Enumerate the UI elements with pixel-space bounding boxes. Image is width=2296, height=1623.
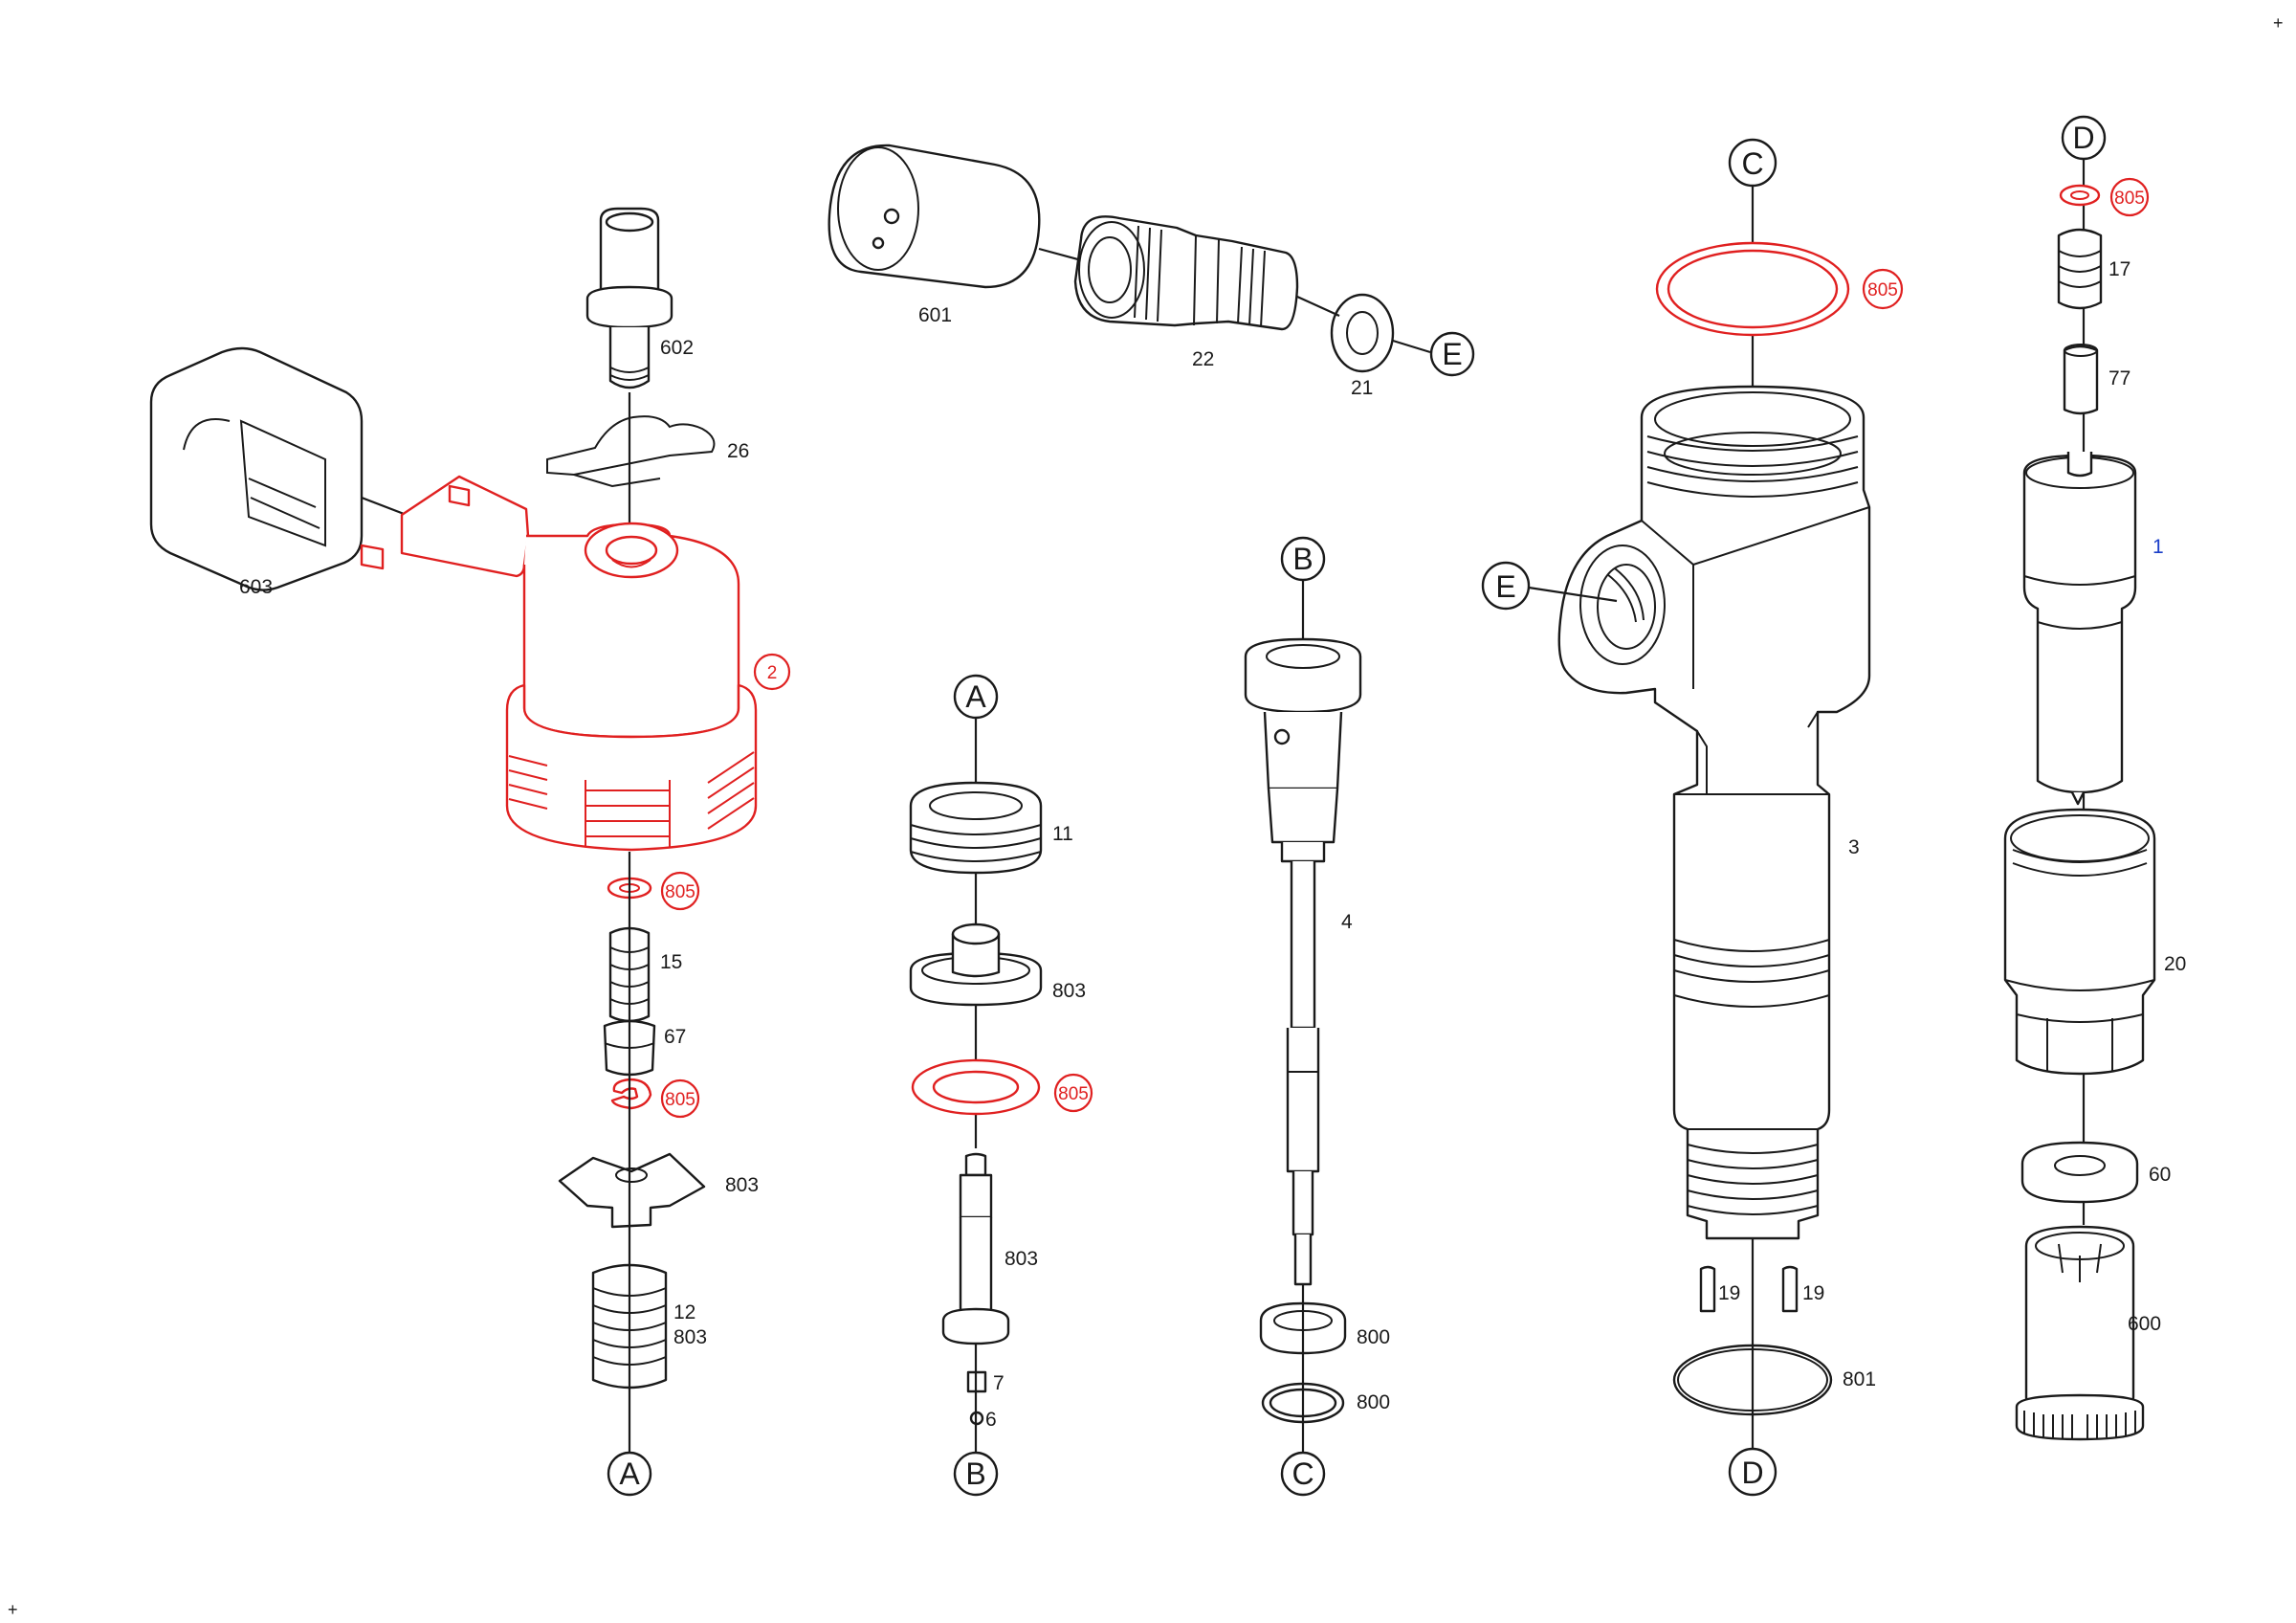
label-805-col2: 805 — [1058, 1084, 1089, 1104]
part-805-shim-nozzle[interactable] — [2059, 184, 2101, 207]
label-67: 67 — [664, 1026, 686, 1048]
label-603: 603 — [239, 576, 273, 598]
connector-e-left: E — [1481, 561, 1531, 611]
label-19-left: 19 — [1718, 1282, 1740, 1304]
part-803-armature-plate[interactable] — [558, 1152, 706, 1229]
part-20-nozzle-nut[interactable] — [2003, 808, 2156, 1076]
label-803-piston: 803 — [1004, 1248, 1038, 1270]
label-2: 2 — [767, 663, 778, 683]
label-77: 77 — [2108, 367, 2130, 389]
part-3-injector-body[interactable] — [1557, 385, 1871, 1240]
label-20: 20 — [2164, 953, 2186, 975]
part-803-valve-piece[interactable] — [909, 923, 1043, 1007]
connector-c-top: C — [1728, 138, 1777, 188]
connector-e-left-text: E — [1495, 569, 1515, 604]
label-805-nozzle: 805 — [2114, 189, 2145, 209]
part-2-solenoid-valve[interactable] — [360, 475, 758, 852]
connector-a-bottom: A — [607, 1451, 652, 1497]
connector-b-bottom-text: B — [965, 1456, 985, 1491]
label-12: 12 — [673, 1301, 695, 1323]
part-805-circlip-left[interactable] — [610, 1078, 652, 1110]
part-26-retaining-clip[interactable] — [546, 415, 716, 488]
label-60: 60 — [2149, 1164, 2171, 1186]
badge-805-body: 805 — [1862, 268, 1904, 310]
part-77-spacer[interactable] — [2063, 344, 2099, 415]
label-803-spring: 803 — [673, 1326, 707, 1348]
part-805-seal-col2[interactable] — [911, 1058, 1041, 1116]
connector-d-bottom-text: D — [1741, 1456, 1763, 1490]
connector-a-top: A — [953, 674, 999, 720]
label-26: 26 — [727, 440, 749, 462]
part-19-pin-left[interactable] — [1699, 1265, 1716, 1313]
label-602: 602 — [660, 337, 694, 359]
label-800-lower: 800 — [1357, 1391, 1390, 1413]
connector-b-bottom: B — [953, 1451, 999, 1497]
label-21: 21 — [1351, 377, 1373, 399]
label-15: 15 — [660, 951, 682, 973]
label-800-upper: 800 — [1357, 1326, 1390, 1348]
part-17-nozzle-spring[interactable] — [2057, 228, 2103, 310]
part-603-connector-housing[interactable] — [149, 346, 364, 591]
label-805-mid-left: 805 — [665, 1090, 695, 1110]
part-60-washer[interactable] — [2020, 1141, 2139, 1204]
corner-mark-top-right: + — [2273, 13, 2284, 33]
label-600: 600 — [2128, 1313, 2161, 1335]
connector-e-right: E — [1429, 331, 1475, 377]
connector-a-top-text: A — [965, 679, 986, 714]
part-803-piston-stem[interactable] — [941, 1152, 1010, 1345]
part-19-pin-right[interactable] — [1781, 1265, 1799, 1313]
connector-d-bottom: D — [1728, 1447, 1777, 1497]
label-805-upper-left: 805 — [665, 882, 695, 902]
label-805-body: 805 — [1867, 280, 1898, 300]
label-7: 7 — [993, 1372, 1004, 1394]
connector-b-top-text: B — [1292, 542, 1313, 576]
part-11-valve-nut[interactable] — [909, 781, 1043, 875]
label-3: 3 — [1848, 836, 1860, 858]
connector-e-right-text: E — [1442, 337, 1462, 371]
label-22: 22 — [1192, 348, 1214, 370]
part-4-valve-rod[interactable] — [1244, 637, 1362, 1286]
label-803-valve-piece: 803 — [1052, 980, 1086, 1002]
connector-d-top-text: D — [2072, 121, 2094, 155]
badge-805-nozzle: 805 — [2109, 177, 2150, 217]
label-17: 17 — [2108, 258, 2130, 280]
corner-mark-bottom-left: + — [8, 1600, 18, 1619]
part-601-protective-cap[interactable] — [828, 144, 1041, 289]
badge-805-col2: 805 — [1053, 1073, 1093, 1113]
connector-c-bottom: C — [1280, 1451, 1326, 1497]
part-21-sealing-washer[interactable] — [1330, 293, 1395, 373]
label-801: 801 — [1843, 1368, 1876, 1390]
badge-805-mid-left: 805 — [660, 1078, 700, 1119]
part-805-seal-body[interactable] — [1655, 241, 1850, 337]
label-11: 11 — [1052, 823, 1073, 845]
label-4: 4 — [1341, 911, 1353, 933]
label-19-right: 19 — [1802, 1282, 1824, 1304]
label-1: 1 — [2152, 536, 2164, 558]
badge-805-upper-left: 805 — [660, 871, 700, 911]
connector-d-top: D — [2061, 115, 2107, 161]
part-600-nozzle-cap[interactable] — [2015, 1225, 2145, 1441]
label-803-armature: 803 — [725, 1174, 759, 1196]
leader-e-left — [1528, 586, 1618, 603]
part-1-nozzle[interactable] — [2022, 452, 2137, 806]
part-22-inlet-fitting[interactable] — [1073, 215, 1299, 331]
connector-c-bottom-text: C — [1292, 1456, 1314, 1491]
leader-22-21 — [1296, 295, 1431, 354]
badge-2: 2 — [753, 653, 791, 691]
connector-c-top-text: C — [1741, 146, 1763, 181]
connector-a-bottom-text: A — [619, 1456, 640, 1491]
part-602-plug[interactable] — [585, 207, 673, 389]
label-601: 601 — [918, 304, 952, 326]
connector-b-top: B — [1280, 536, 1326, 582]
label-6: 6 — [985, 1409, 997, 1431]
